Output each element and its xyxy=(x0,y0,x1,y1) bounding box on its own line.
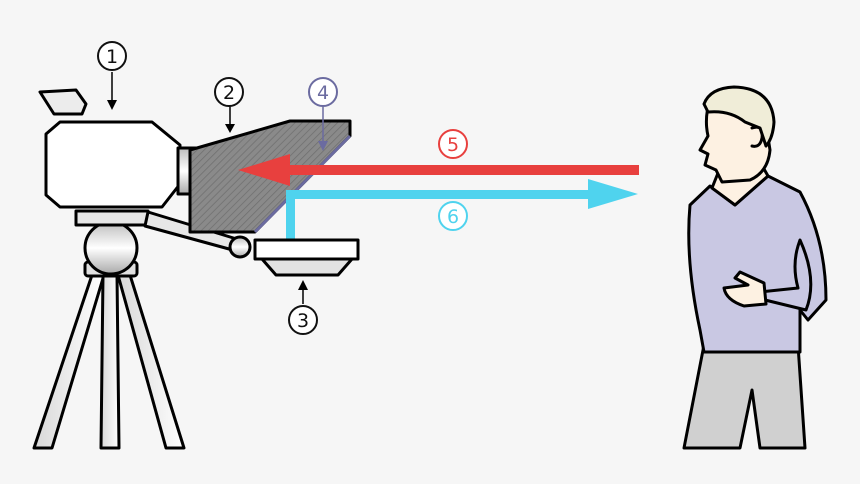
label-2: 2 xyxy=(214,77,244,107)
label-5-text: 5 xyxy=(447,134,459,156)
label-5-circle xyxy=(438,129,468,159)
label-1-circle xyxy=(97,41,127,71)
tripod xyxy=(32,209,186,450)
red-arrowhead xyxy=(238,154,290,186)
arrow-presenter-light xyxy=(238,154,639,186)
presenter xyxy=(682,85,828,450)
tripod-plate xyxy=(74,209,150,227)
pointer-3-head xyxy=(298,280,308,290)
red-shaft xyxy=(282,165,639,175)
beam-splitter-glass xyxy=(253,134,352,234)
tripod-leg-right xyxy=(116,273,186,450)
label-6-text: 6 xyxy=(447,206,459,228)
cyan-arrowhead xyxy=(588,179,638,209)
label-2-circle xyxy=(214,77,244,107)
monitor-screen xyxy=(253,238,360,261)
tripod-leg-center xyxy=(99,273,121,450)
pointer-2-head xyxy=(225,124,235,133)
pointer-4-head xyxy=(318,141,328,151)
tripod-head xyxy=(83,220,139,276)
label-3-circle xyxy=(288,305,318,335)
label-4-text: 4 xyxy=(317,82,329,104)
label-6: 6 xyxy=(438,201,468,231)
viewfinder xyxy=(38,88,88,116)
label-4: 4 xyxy=(308,77,338,107)
label-6-circle xyxy=(438,201,468,231)
label-5: 5 xyxy=(438,129,468,159)
label-4-circle xyxy=(308,77,338,107)
arm-joint xyxy=(228,235,252,259)
cyan-horizontal xyxy=(286,190,594,199)
label-1-text: 1 xyxy=(106,46,118,68)
monitor-base xyxy=(260,257,354,277)
label-3-text: 3 xyxy=(297,310,309,332)
label-3: 3 xyxy=(288,305,318,335)
label-2-text: 2 xyxy=(223,82,235,104)
pointers xyxy=(107,72,328,304)
camera-body xyxy=(44,120,182,209)
pointer-1-head xyxy=(107,100,117,110)
arrow-monitor-light xyxy=(286,179,638,240)
cyan-vertical xyxy=(286,190,295,240)
presenter-trousers xyxy=(682,343,807,450)
presenter-hand xyxy=(722,270,768,308)
monitor xyxy=(253,238,360,277)
presenter-hair xyxy=(702,85,776,148)
label-1: 1 xyxy=(97,41,127,71)
tripod-leg-left xyxy=(32,273,106,450)
